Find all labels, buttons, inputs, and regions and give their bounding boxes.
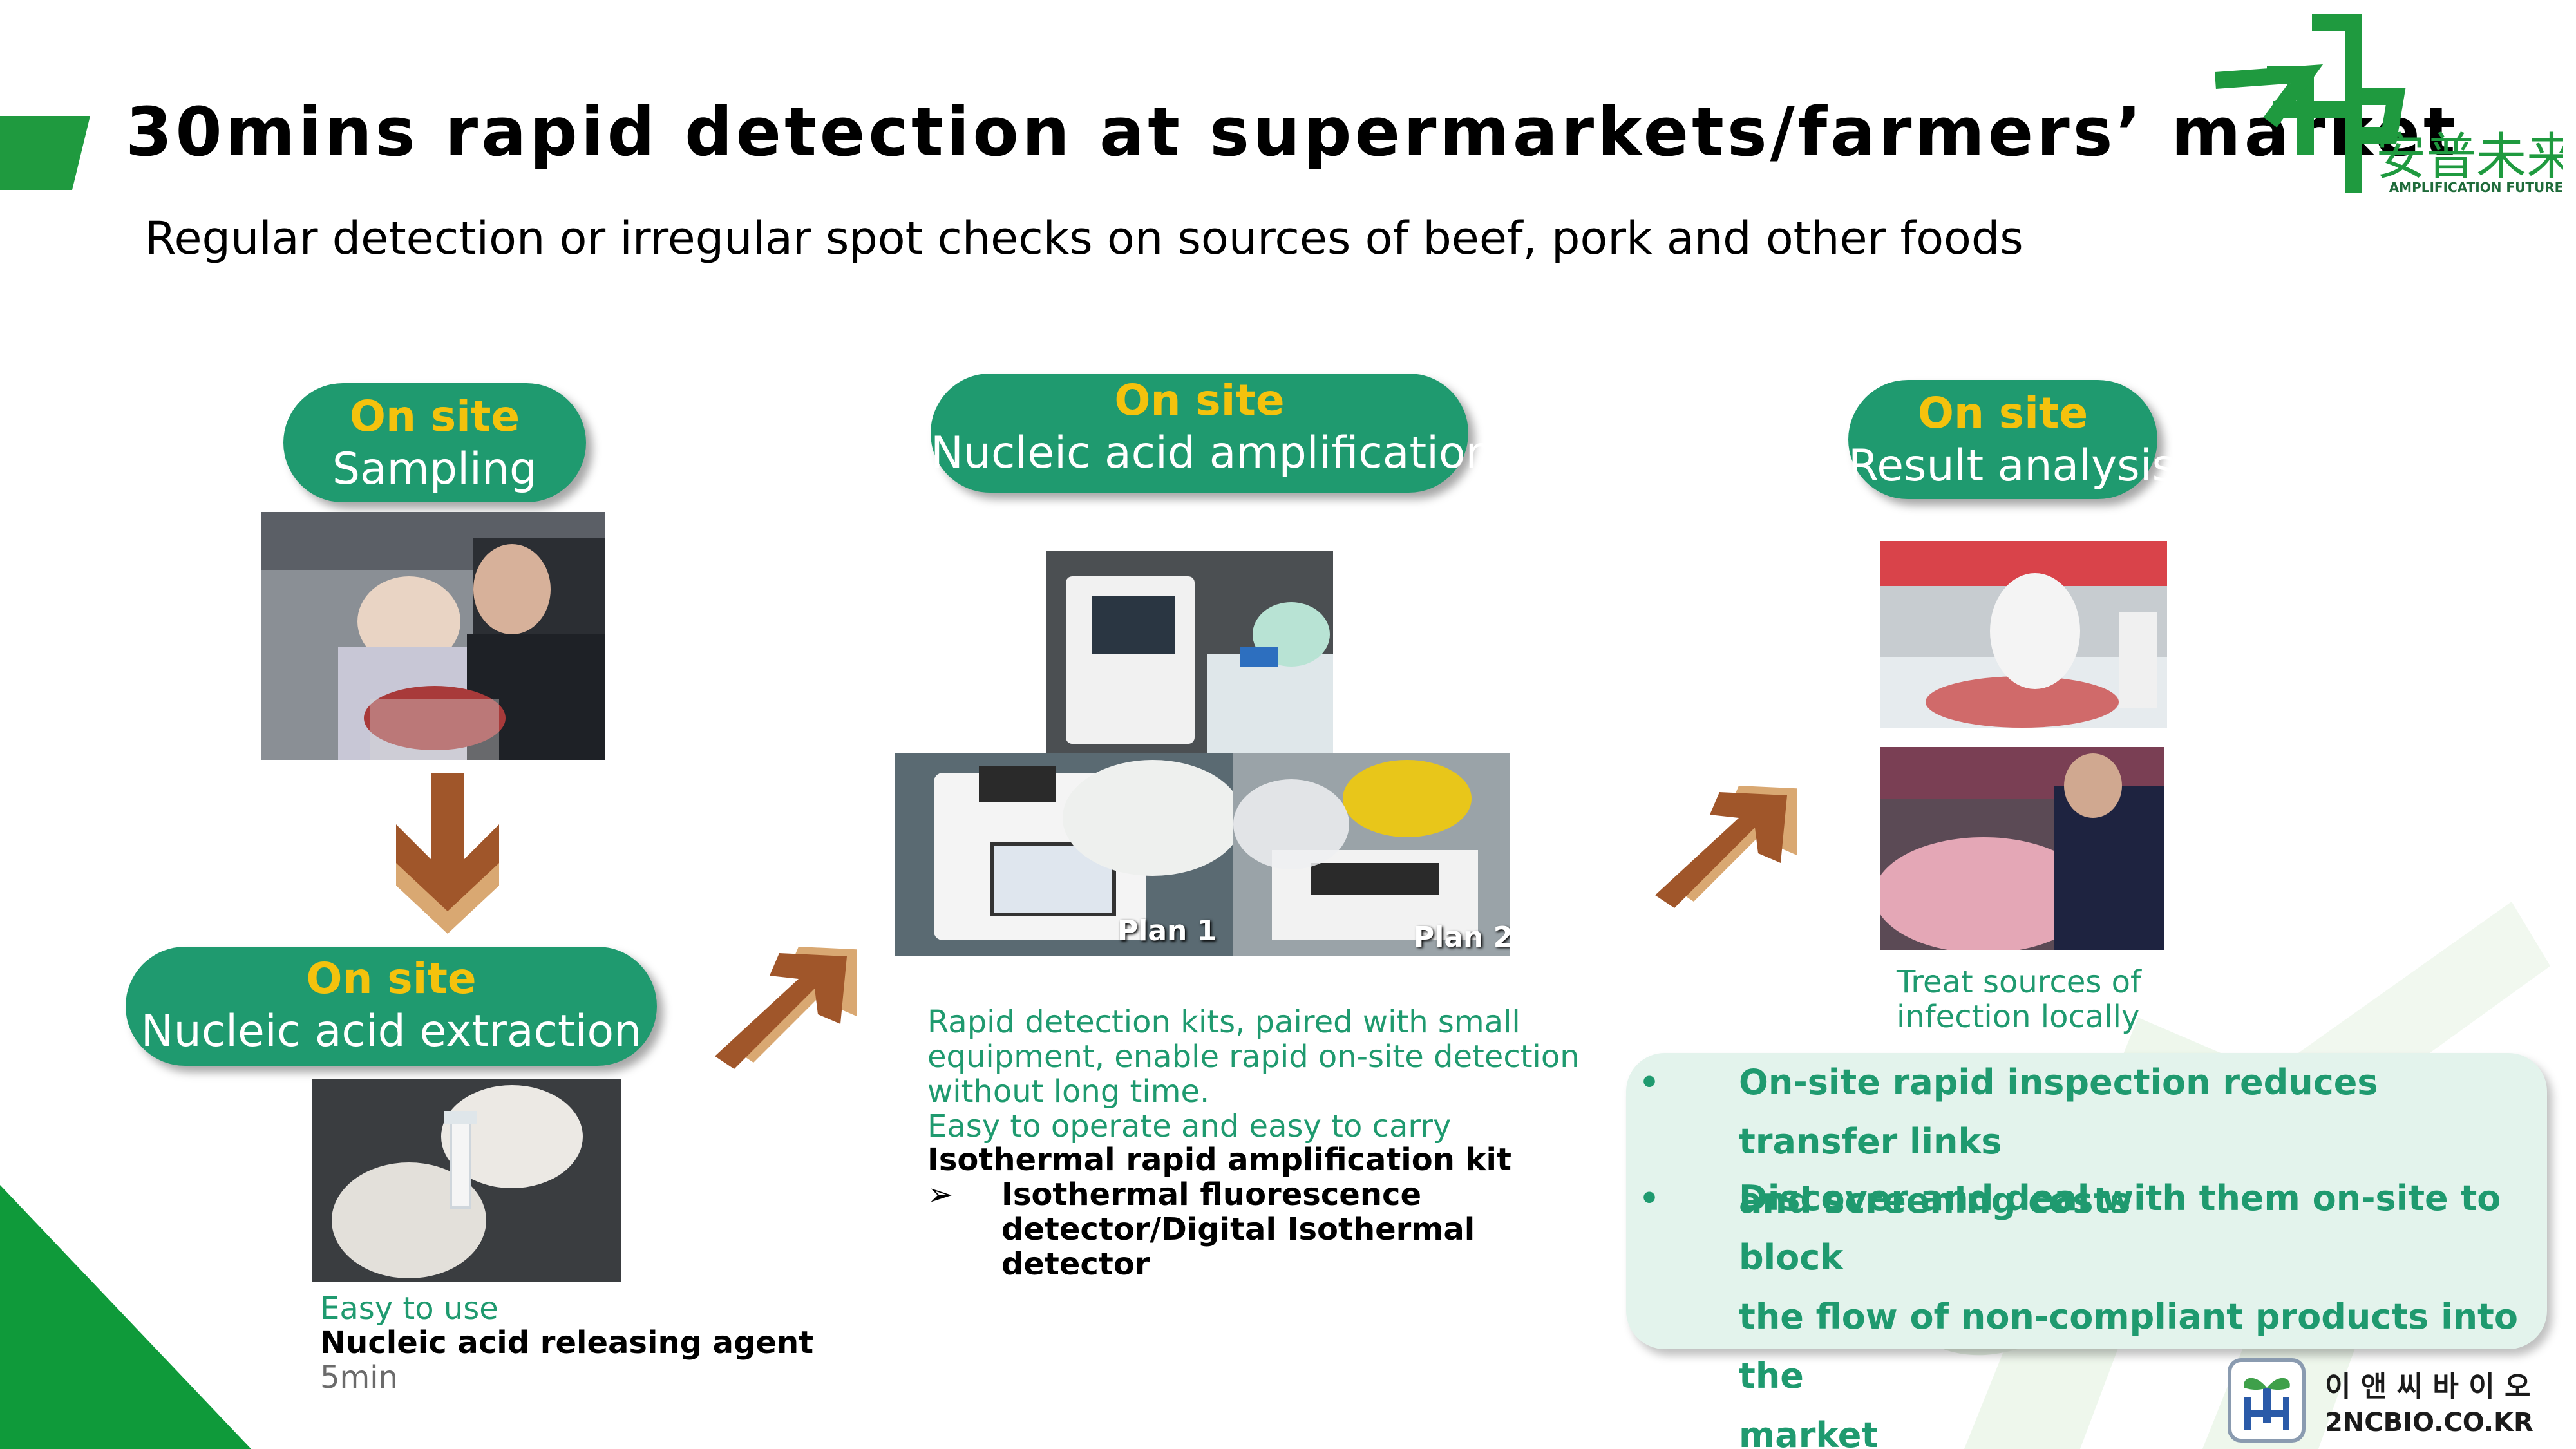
amplification-photo-plan1: Plan 1 [895,753,1233,956]
extraction-text-1: Easy to use [320,1291,498,1327]
extraction-text-2: Nucleic acid releasing agent [320,1325,814,1361]
amplification-pill-bottom: Nucleic acid amplification [931,428,1493,478]
analysis-caption-2: infection locally [1897,999,2140,1035]
analysis-caption-1: Treat sources of [1897,964,2141,1000]
extraction-pill: On site Nucleic acid extraction [126,947,657,1066]
logo-cn-text: 安普未来 [2376,128,2563,186]
amplification-photo-device [1046,551,1333,753]
amplification-text-2: equipment, enable rapid on-site detectio… [927,1039,1580,1075]
extraction-photo [312,1079,621,1282]
amplification-bullet-line-1: Isothermal fluorescence [1001,1177,1422,1213]
plan-2-label: Plan 2 [1414,921,1510,954]
analysis-pill-top: On site [1917,388,2088,438]
logo-url-text: 2NCBIO.CO.KR [2325,1408,2533,1437]
extraction-pill-bottom: Nucleic acid extraction [140,1006,642,1057]
logo-en-text: AMPLIFICATION FUTURE [2389,180,2563,195]
amplification-photo-plan2: Plan 2 [1233,753,1510,956]
sampling-photo [261,512,605,760]
down-arrow-icon [396,773,499,934]
bottom-left-accent-triangle [0,1185,251,1449]
analysis-photo-counter [1880,541,2167,728]
page-title: 30mins rapid detection at supermarkets/f… [126,93,2459,171]
amplification-pill: On site Nucleic acid amplification [931,374,1493,493]
analysis-photo-market [1880,747,2164,950]
amplification-pill-top: On site [1114,375,1285,425]
amplification-bullet-line-3: detector [1001,1246,1150,1282]
amplification-bullet-line-2: detector/Digital Isothermal [1001,1211,1475,1247]
benefit-bullet-2: • [1639,1180,1660,1217]
analysis-pill: On site Result analysis [1848,380,2175,499]
sampling-pill-bottom: Sampling [332,444,538,495]
top-left-accent-bar [0,116,90,190]
page-subtitle: Regular detection or irregular spot chec… [145,212,2023,265]
amplification-text-3: without long time. [927,1074,1210,1110]
amplification-text-4: Easy to operate and easy to carry [927,1108,1452,1144]
amplification-future-logo: 安普未来 AMPLIFICATION FUTURE [2215,14,2563,195]
analysis-pill-bottom: Result analysis [1848,440,2175,491]
2ncbio-logo: 이 앤 씨 바 이 오 2NCBIO.CO.KR [2228,1358,2533,1443]
benefit-item-2-line-1: Discover and deal with them on-site to b… [1739,1178,2501,1278]
benefit-item-1-line-1: On-site rapid inspection reduces transfe… [1739,1062,2378,1162]
sampling-pill-top: On site [349,392,520,441]
amplification-bullet-marker: ➢ [927,1177,954,1213]
benefit-item-2-line-3: market [1739,1415,1879,1449]
amplification-text-5: Isothermal rapid amplification kit [927,1142,1511,1178]
plan-1-label: Plan 1 [1117,914,1217,947]
benefit-bullet-1: • [1639,1064,1660,1101]
extraction-text-3: 5min [320,1359,399,1396]
up-right-arrow-icon [1655,786,1797,908]
benefits-box: • On-site rapid inspection reduces trans… [1626,1053,2547,1449]
benefit-item-2-line-2: the flow of non-compliant products into … [1739,1296,2518,1396]
sampling-pill: On site Sampling [283,383,586,502]
logo-kr-text: 이 앤 씨 바 이 오 [2325,1370,2530,1403]
up-right-arrow-icon [715,947,857,1069]
amplification-text-1: Rapid detection kits, paired with small [927,1004,1520,1040]
benefit-item-1-line-2: and screening costs [1739,1180,2131,1221]
extraction-pill-top: On site [306,954,477,1003]
